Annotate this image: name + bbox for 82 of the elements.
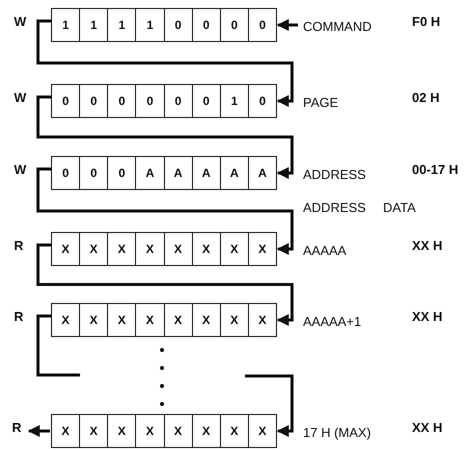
arrow bbox=[245, 374, 294, 437]
hex-value: 02 H bbox=[412, 90, 440, 106]
bit-value: X bbox=[60, 241, 71, 258]
bit-value: 0 bbox=[248, 85, 276, 117]
bit-value: X bbox=[248, 304, 276, 336]
bit-value: X bbox=[248, 415, 276, 447]
arrow bbox=[36, 96, 294, 179]
column-heading: DATA bbox=[383, 200, 416, 216]
bit-value: X bbox=[164, 415, 192, 447]
bit-value: X bbox=[79, 415, 108, 447]
bit-value: X bbox=[107, 304, 136, 336]
arrow bbox=[36, 20, 294, 107]
bit-value: A bbox=[192, 157, 220, 189]
bit-value: X bbox=[164, 304, 192, 336]
bit-value: X bbox=[107, 415, 136, 447]
bit-value: X bbox=[135, 233, 164, 265]
row-label: 17 H (MAX) bbox=[303, 425, 371, 441]
bit-value: X bbox=[220, 304, 248, 336]
bit-value: X bbox=[220, 233, 248, 265]
bit-value: X bbox=[220, 415, 248, 447]
arrow bbox=[36, 244, 294, 326]
access-mode: R bbox=[14, 309, 24, 325]
bit-value: 0 bbox=[61, 93, 70, 110]
row-label: ADDRESS bbox=[303, 167, 366, 183]
bit-value: 0 bbox=[192, 85, 220, 117]
bit-value: X bbox=[135, 304, 164, 336]
row-label: COMMAND bbox=[303, 19, 372, 35]
bit-value: X bbox=[192, 233, 220, 265]
bit-value: 1 bbox=[107, 9, 136, 41]
bit-value: X bbox=[79, 304, 108, 336]
arrow bbox=[36, 168, 294, 255]
arrow bbox=[28, 425, 50, 437]
bit-value: 0 bbox=[248, 9, 276, 41]
bit-value: X bbox=[107, 233, 136, 265]
bit-value: 0 bbox=[107, 157, 136, 189]
hex-value: F0 H bbox=[412, 14, 440, 30]
row-label: AAAAA+1 bbox=[303, 314, 362, 330]
bit-value: 0 bbox=[135, 85, 164, 117]
bit-value: 1 bbox=[135, 9, 164, 41]
arrow bbox=[276, 19, 298, 31]
column-heading: ADDRESS bbox=[303, 200, 366, 216]
access-mode: W bbox=[14, 90, 26, 106]
bit-value: 0 bbox=[61, 165, 70, 182]
bit-value: 0 bbox=[79, 85, 108, 117]
bit-value: 0 bbox=[79, 157, 108, 189]
register-row bbox=[51, 8, 277, 42]
row-label: AAAAA bbox=[303, 243, 346, 259]
bit-value: 0 bbox=[164, 85, 192, 117]
bit-value: A bbox=[220, 157, 248, 189]
bit-value: A bbox=[248, 157, 276, 189]
access-mode: W bbox=[14, 162, 26, 178]
bit-value: 1 bbox=[220, 85, 248, 117]
connector-line bbox=[36, 314, 80, 376]
bit-value: 1 bbox=[61, 17, 70, 34]
bit-value: A bbox=[164, 157, 192, 189]
bit-value: X bbox=[60, 312, 71, 329]
access-mode: W bbox=[14, 14, 26, 30]
register-row bbox=[51, 232, 277, 266]
register-row bbox=[51, 303, 277, 337]
bit-value: 0 bbox=[192, 9, 220, 41]
bit-value: X bbox=[60, 423, 71, 440]
access-mode: R bbox=[14, 238, 24, 254]
bit-value: 0 bbox=[220, 9, 248, 41]
bit-value: X bbox=[248, 233, 276, 265]
hex-value: XX H bbox=[412, 309, 442, 325]
hex-value: 00-17 H bbox=[412, 162, 458, 178]
bit-value: A bbox=[135, 157, 164, 189]
bit-value: 0 bbox=[164, 9, 192, 41]
register-row bbox=[51, 84, 277, 118]
bit-value: X bbox=[192, 415, 220, 447]
bit-value: X bbox=[164, 233, 192, 265]
access-mode: R bbox=[12, 420, 22, 436]
bit-value: X bbox=[135, 415, 164, 447]
bit-value: X bbox=[79, 233, 108, 265]
register-row bbox=[51, 414, 277, 448]
row-label: PAGE bbox=[303, 95, 338, 111]
hex-value: XX H bbox=[412, 238, 442, 254]
register-row bbox=[51, 156, 277, 190]
bit-value: 0 bbox=[107, 85, 136, 117]
bit-value: 1 bbox=[79, 9, 108, 41]
hex-value: XX H bbox=[412, 420, 442, 436]
bit-value: X bbox=[192, 304, 220, 336]
